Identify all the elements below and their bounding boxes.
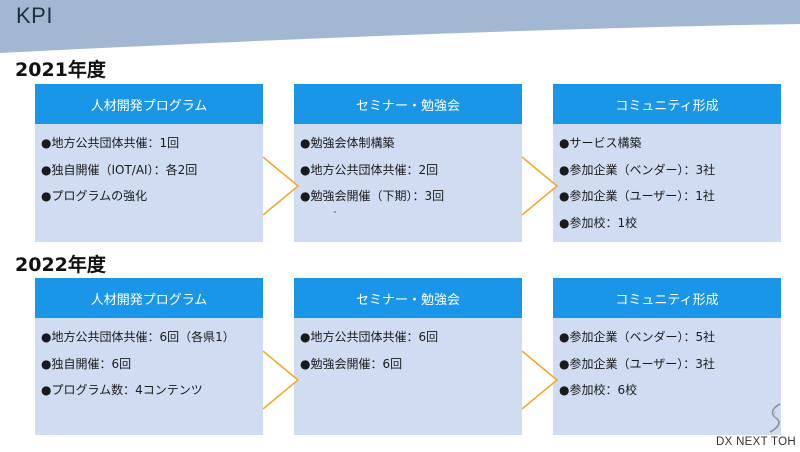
list-item: ●サービス構築 xyxy=(559,136,642,150)
year-heading-2022: 2022年度 xyxy=(15,254,106,276)
list-item: ●参加企業（ベンダー）：5社 xyxy=(559,330,716,344)
card-header: コミュニティ形成 xyxy=(553,278,781,318)
card-header: セミナー・勉強会 xyxy=(294,278,522,318)
list-item: ●参加校：1校 xyxy=(559,215,638,230)
list-item: ●プログラムの強化 xyxy=(41,189,148,203)
card-2022-talent-program: 人材開発プログラム ●地方公共団体共催：6回（各県1） ●独自開催：6回 ●プロ… xyxy=(35,278,263,435)
arrow-right-icon xyxy=(521,156,559,216)
slide-title: KPI xyxy=(16,3,53,28)
card-header: 人材開発プログラム xyxy=(35,84,263,124)
list-item: ●独自開催：6回 xyxy=(41,356,132,371)
card-body: ●勉強会体制構築 ●地方公共団体共催：2回 ●勉強会開催（下期）：3回 xyxy=(294,124,522,210)
card-header: 人材開発プログラム xyxy=(35,278,263,318)
card-2021-community: コミュニティ形成 ●サービス構築 ●参加企業（ベンダー）：3社 ●参加企業（ユー… xyxy=(553,84,781,242)
list-item: ●独自開催（IOT/AI）：各2回 xyxy=(41,162,198,177)
arrow-right-icon xyxy=(262,156,300,216)
company-logo: DX NEXT TOH xyxy=(716,402,800,452)
list-item: ●参加企業（ベンダー）：3社 xyxy=(559,162,716,177)
list-item: ●地方公共団体共催：1回 xyxy=(41,136,180,150)
card-2022-community: コミュニティ形成 ●参加企業（ベンダー）：5社 ●参加企業（ユーザー）：3社 ●… xyxy=(553,278,781,435)
card-2022-seminar: セミナー・勉強会 ●地方公共団体共催：6回 ●勉強会開催：6回 xyxy=(294,278,522,435)
card-body: ●サービス構築 ●参加企業（ベンダー）：3社 ●参加企業（ユーザー）：1社 ●参… xyxy=(553,124,781,236)
list-item: ●勉強会開催：6回 xyxy=(300,356,403,371)
card-header: セミナー・勉強会 xyxy=(294,84,522,124)
arrow-right-icon xyxy=(521,350,559,410)
card-body: ●地方公共団体共催：1回 ●独自開催（IOT/AI）：各2回 ●プログラムの強化 xyxy=(35,124,263,210)
arrow-right-icon xyxy=(262,350,300,410)
list-item: ●勉強会開催（下期）：3回 xyxy=(300,189,445,203)
card-2021-seminar: セミナー・勉強会 ●勉強会体制構築 ●地方公共団体共催：2回 ●勉強会開催（下期… xyxy=(294,84,522,242)
list-item: ●勉強会体制構築 xyxy=(300,136,395,150)
list-item: ●地方公共団体共催：6回 xyxy=(300,330,439,344)
header-band-shape xyxy=(0,0,800,53)
card-body: ●地方公共団体共催：6回（各県1） ●独自開催：6回 ●プログラム数：4コンテン… xyxy=(35,318,263,404)
logo-mark-icon xyxy=(769,403,781,433)
logo-text: DX NEXT TOH xyxy=(716,436,796,448)
stray-dot xyxy=(334,211,336,213)
list-item: ●参加企業（ユーザー）：3社 xyxy=(559,356,715,371)
header-band xyxy=(0,0,800,54)
list-item: ●地方公共団体共催：2回 xyxy=(300,162,439,177)
list-item: ●参加企業（ユーザー）：1社 xyxy=(559,189,715,203)
card-2021-talent-program: 人材開発プログラム ●地方公共団体共催：1回 ●独自開催（IOT/AI）：各2回… xyxy=(35,84,263,242)
list-item: ●プログラム数：4コンテンツ xyxy=(41,383,203,397)
card-body: ●地方公共団体共催：6回 ●勉強会開催：6回 xyxy=(294,318,522,377)
card-header: コミュニティ形成 xyxy=(553,84,781,124)
card-body: ●参加企業（ベンダー）：5社 ●参加企業（ユーザー）：3社 ●参加校：6校 xyxy=(553,318,781,404)
year-heading-2021: 2021年度 xyxy=(15,59,106,81)
list-item: ●参加校：6校 xyxy=(559,383,638,397)
list-item: ●地方公共団体共催：6回（各県1） xyxy=(41,330,235,344)
